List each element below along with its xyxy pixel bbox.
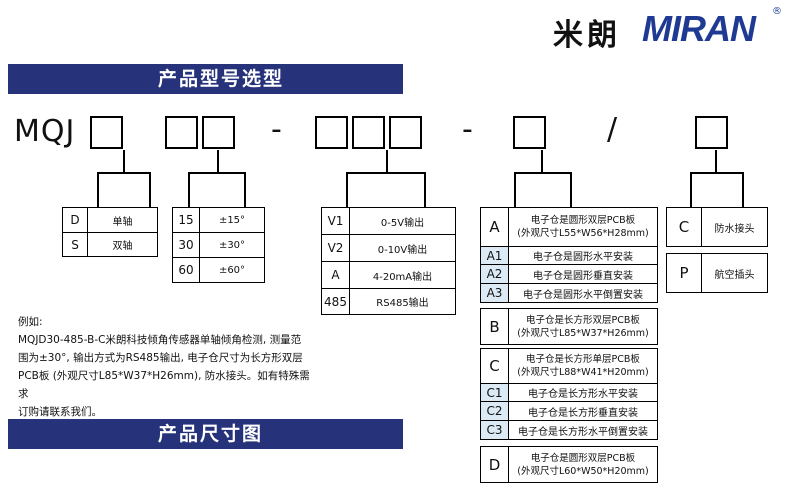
housing-label-c3: 电子仓是长方形水平倒置安装 — [518, 426, 648, 438]
example-title: 例如: — [18, 316, 43, 328]
angle-connector-right — [244, 172, 246, 207]
section-title-dimension: 产品尺寸图 — [158, 423, 264, 445]
axis-table: D 单轴 S 双轴 — [62, 207, 158, 257]
housing-label-a2: 电子仓是圆形垂直安装 — [533, 270, 633, 282]
housing-desc-d: 电子仓是圆形双层PCB板 (外观尺寸L60*W50*H20mm) — [517, 452, 649, 477]
housing-code-c3: C3 — [481, 421, 508, 439]
registered-mark: ® — [772, 6, 782, 17]
model-dash-1: - — [271, 112, 282, 147]
example-line-4: 订购请联系我们。 — [18, 406, 102, 418]
connector-connector-left — [690, 172, 692, 207]
housing-group-c: C 电子仓是长方形单层PCB板 (外观尺寸L88*W41*H20mm) C1 电… — [480, 348, 658, 440]
output-code-v2: V2 — [327, 241, 344, 255]
connector-label-c: 防水接头 — [714, 223, 755, 235]
section-title-selection: 产品型号选型 — [158, 68, 285, 90]
housing-group-b: B 电子仓是长方形双层PCB板 (外观尺寸L85*W37*H26mm) — [480, 308, 658, 345]
angle-slot-2 — [202, 116, 235, 149]
angle-connector-left — [188, 172, 190, 207]
axis-label-d: 单轴 — [112, 216, 133, 228]
angle-label-15: ±15° — [218, 214, 246, 226]
angle-code-60: 60 — [178, 263, 194, 277]
angle-connector — [217, 150, 219, 173]
housing-connector-bar — [514, 172, 572, 174]
housing-connector-right — [570, 172, 572, 207]
connector-option-c: C 防水接头 — [666, 207, 768, 247]
connector-connector-right — [742, 172, 744, 207]
housing-desc-b: 电子仓是长方形双层PCB板 (外观尺寸L85*W37*H26mm) — [517, 314, 649, 339]
angle-table: 15 ±15° 30 ±30° 60 ±60° — [172, 207, 265, 283]
angle-connector-bar — [188, 172, 246, 174]
output-connector-bar — [346, 172, 426, 174]
housing-code-c: C — [489, 357, 500, 375]
output-label-a: 4-20mA输出 — [372, 271, 433, 283]
output-label-v1: 0-5V输出 — [380, 217, 425, 229]
brand-logo: MIRAN — [642, 8, 756, 49]
housing-code-a1: A1 — [481, 247, 508, 264]
housing-slot — [513, 116, 546, 149]
housing-label-c1: 电子仓是长方形水平安装 — [528, 389, 638, 400]
connector-option-p: P 航空插头 — [666, 253, 768, 293]
output-table: V1 0-5V输出 V2 0-10V输出 A 4-20mA输出 485 RS48… — [321, 207, 456, 315]
output-code-485: 485 — [324, 294, 347, 309]
housing-label-c2: 电子仓是长方形垂直安装 — [528, 407, 638, 419]
model-dash-2: - — [462, 112, 473, 147]
connector-connector-bar — [690, 172, 744, 174]
connector-code-p: P — [679, 264, 689, 282]
axis-code-d: D — [70, 213, 80, 227]
housing-code-c1: C1 — [481, 384, 508, 401]
housing-connector-left — [514, 172, 516, 207]
output-slot-2 — [352, 116, 385, 149]
model-prefix: MQJ — [14, 114, 76, 149]
output-connector-left — [346, 172, 348, 207]
section-bar-dimension: 产品尺寸图 — [8, 419, 403, 449]
example-line-1: MQJD30-485-B-C米朗科技倾角传感器单轴倾角检测, 测量范 — [18, 334, 302, 346]
output-connector-right — [424, 172, 426, 207]
housing-code-d: D — [488, 455, 501, 474]
axis-connector-bar — [97, 172, 151, 174]
angle-code-30: 30 — [178, 238, 194, 252]
housing-desc-c: 电子仓是长方形单层PCB板 (外观尺寸L88*W41*H20mm) — [517, 354, 649, 378]
angle-label-60: ±60° — [218, 264, 246, 276]
angle-code-15: 15 — [178, 213, 194, 227]
housing-desc-a: 电子仓是圆形双层PCB板 (外观尺寸L55*W56*H28mm) — [517, 215, 649, 239]
output-slot-3 — [389, 116, 422, 149]
housing-group-a: A 电子仓是圆形双层PCB板 (外观尺寸L55*W56*H28mm) A1 电子… — [480, 207, 658, 303]
housing-code-b: B — [489, 317, 500, 336]
brand-name-cn: 米朗 — [553, 18, 621, 53]
axis-slot — [90, 116, 123, 149]
output-code-a: A — [331, 268, 340, 282]
housing-code-a3: A3 — [481, 284, 508, 302]
connector-connector — [715, 150, 717, 173]
section-bar-selection: 产品型号选型 — [8, 64, 403, 94]
housing-label-a1: 电子仓是圆形水平安装 — [533, 252, 633, 263]
housing-code-a: A — [489, 218, 500, 236]
example-line-2: 围为±30°, 输出方式为RS485输出, 电子仓尺寸为长方形双层 — [18, 352, 303, 364]
connector-label-p: 航空插头 — [714, 269, 755, 281]
output-label-485: RS485输出 — [376, 298, 429, 309]
output-code-v1: V1 — [327, 214, 344, 228]
angle-slot-1 — [165, 116, 198, 149]
housing-group-d: D 电子仓是圆形双层PCB板 (外观尺寸L60*W50*H20mm) — [480, 446, 658, 483]
axis-connector-right — [149, 172, 151, 207]
axis-connector — [123, 150, 125, 173]
model-slash: / — [607, 112, 618, 147]
axis-code-s: S — [71, 237, 79, 252]
axis-connector-left — [97, 172, 99, 207]
example-line-3: PCB板 (外观尺寸L85*W37*H26mm), 防水接头。如有特殊需求 — [18, 370, 310, 400]
connector-code-c: C — [678, 218, 690, 236]
output-connector — [386, 150, 388, 173]
angle-label-30: ±30° — [218, 239, 246, 251]
output-slot-1 — [315, 116, 348, 149]
housing-connector — [541, 150, 543, 173]
housing-code-c2: C2 — [481, 402, 508, 420]
housing-label-a3: 电子仓是圆形水平倒置安装 — [523, 289, 643, 301]
output-label-v2: 0-10V输出 — [377, 244, 428, 256]
example-text: 例如: MQJD30-485-B-C米朗科技倾角传感器单轴倾角检测, 测量范 围… — [18, 313, 318, 421]
axis-label-s: 双轴 — [112, 241, 133, 252]
housing-code-a2: A2 — [481, 265, 508, 283]
connector-slot — [695, 116, 728, 149]
